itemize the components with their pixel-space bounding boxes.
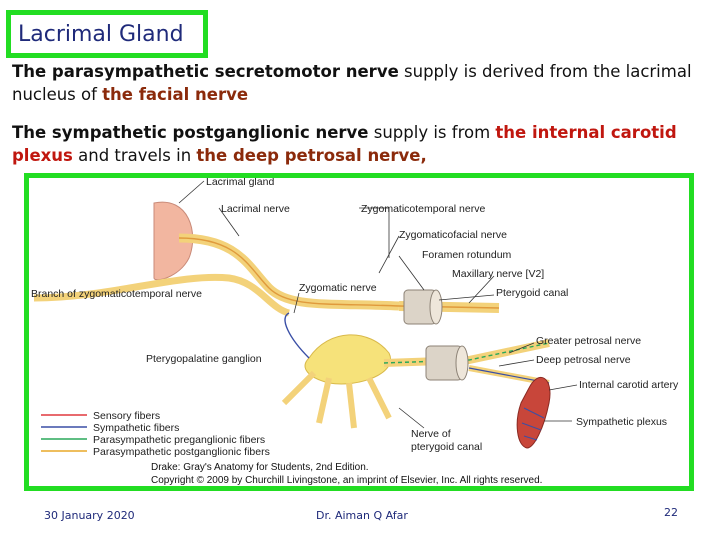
label-deep-petrosal: Deep petrosal nerve — [536, 354, 631, 366]
label-pterygopalatine-ganglion: Pterygopalatine ganglion — [146, 353, 262, 365]
paragraph-parasympathetic: The parasympathetic secretomotor nerve s… — [12, 60, 712, 106]
pterygoid-canal-end — [455, 345, 469, 381]
p2-highlight-b: the deep petrosal nerve, — [196, 146, 427, 165]
caption-line2: Copyright © 2009 by Churchill Livingston… — [151, 475, 542, 486]
anatomy-figure: Lacrimal gland Lacrimal nerve Zygomatico… — [24, 173, 694, 491]
nerve-trunk-upper — [178, 233, 400, 311]
legend-para-pre: Parasympathetic preganglionic fibers — [93, 434, 265, 446]
legend-sensory: Sensory fibers — [93, 410, 160, 422]
label-maxillary-nerve: Maxillary nerve [V2] — [452, 268, 544, 280]
leader-lines — [178, 180, 578, 429]
p2-text-b: and travels in — [72, 146, 197, 165]
label-branch-zygomaticotemporal: Branch of zygomaticotemporal nerve — [31, 288, 202, 300]
ganglion-shape — [304, 334, 392, 385]
label-pterygoid-canal: Pterygoid canal — [496, 287, 568, 299]
p1-text: supply is derived from the lacrimal nucl… — [12, 62, 692, 104]
title-box: Lacrimal Gland — [6, 10, 208, 58]
nerve-fiber-upper — [178, 237, 400, 307]
label-foramen-rotundum: Foramen rotundum — [422, 249, 512, 261]
sympathetic-plexus-lines — [521, 407, 545, 441]
sympathetic-fiber-path — [284, 312, 310, 359]
legend: Sensory fibers Sympathetic fibers Parasy… — [41, 410, 270, 458]
label-nerve-of-pterygoid-1: Nerve of — [411, 428, 451, 440]
footer-page-number: 22 — [664, 506, 678, 519]
paragraph-sympathetic: The sympathetic postganglionic nerve sup… — [12, 121, 712, 167]
legend-para-post: Parasympathetic postganglionic fibers — [93, 446, 270, 458]
nerve-diagram: Lacrimal gland Lacrimal nerve Zygomatico… — [31, 178, 679, 486]
footer-author: Dr. Aiman Q Afar — [316, 509, 408, 522]
label-lacrimal-nerve: Lacrimal nerve — [221, 203, 290, 215]
p1-highlight: the facial nerve — [102, 85, 249, 104]
foramen-rotundum-end — [429, 289, 443, 325]
label-lacrimal-gland: Lacrimal gland — [206, 178, 274, 188]
label-internal-carotid: Internal carotid artery — [579, 379, 679, 391]
label-sympathetic-plexus: Sympathetic plexus — [576, 416, 667, 428]
branch-zygomaticotemporal — [33, 273, 291, 317]
label-zygomatic-nerve: Zygomatic nerve — [299, 282, 377, 294]
p2-highlight-a: the internal carotid plexus — [12, 123, 677, 165]
parasympathetic-pre-fiber — [383, 342, 550, 364]
p1-term: The parasympathetic secretomotor nerve — [12, 62, 399, 81]
caption-line1: Drake: Gray's Anatomy for Students, 2nd … — [151, 462, 369, 473]
slide-title: Lacrimal Gland — [18, 21, 184, 47]
ganglion-branches — [281, 370, 392, 429]
legend-sympathetic: Sympathetic fibers — [93, 422, 179, 434]
label-zygomaticofacial: Zygomaticofacial nerve — [399, 229, 507, 241]
p2-text-a: supply is from — [368, 123, 496, 142]
footer-date: 30 January 2020 — [44, 509, 135, 522]
label-greater-petrosal: Greater petrosal nerve — [536, 335, 641, 347]
p2-term: The sympathetic postganglionic nerve — [12, 123, 369, 142]
label-nerve-of-pterygoid-2: pterygoid canal — [411, 441, 482, 453]
label-zygomaticotemporal: Zygomaticotemporal nerve — [361, 203, 485, 215]
